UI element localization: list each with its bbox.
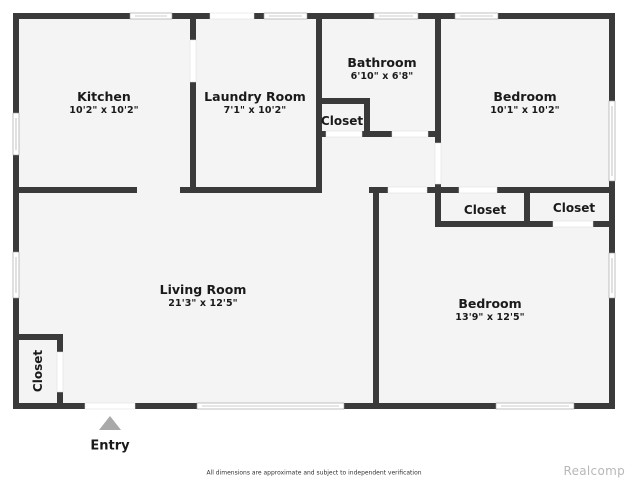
floor [16,16,612,406]
brand-logo: Realcomp [563,464,625,478]
room-dimensions: 7'1" x 10'2" [223,105,287,116]
closet-bedroom-right: Closet [552,201,596,215]
room-dimensions: 10'1" x 10'2" [490,105,560,116]
room-bedroom-2: Bedroom 13'9" x 12'5" [455,296,524,324]
room-laundry: Laundry Room 7'1" x 10'2" [204,89,306,117]
closet-bathroom: Closet [320,114,364,128]
closet-bedroom-left: Closet [463,203,507,217]
disclaimer: All dimensions are approximate and subje… [206,469,422,477]
room-name: Kitchen [77,89,131,104]
room-bedroom-1: Bedroom 10'1" x 10'2" [490,89,559,117]
windows [12,12,616,410]
entry-label: Entry [90,438,130,454]
room-name: Bedroom [493,89,557,104]
triangle-up-icon [99,416,121,430]
room-bathroom: Bathroom 6'10" x 6'8" [347,55,416,83]
room-dimensions: 6'10" x 6'8" [350,71,414,82]
walls [13,13,615,409]
room-name: Bathroom [347,55,417,70]
room-name: Bedroom [458,296,522,311]
room-name: Laundry Room [204,89,306,104]
room-living: Living Room 21'3" x 12'5" [160,282,247,310]
room-name: Living Room [159,282,247,297]
door-openings [56,12,594,410]
room-dimensions: 10'2" x 10'2" [69,105,139,116]
closet-living: Closet [31,349,45,393]
room-dimensions: 13'9" x 12'5" [455,312,525,323]
room-kitchen: Kitchen 10'2" x 10'2" [69,89,138,117]
room-dimensions: 21'3" x 12'5" [168,298,238,309]
